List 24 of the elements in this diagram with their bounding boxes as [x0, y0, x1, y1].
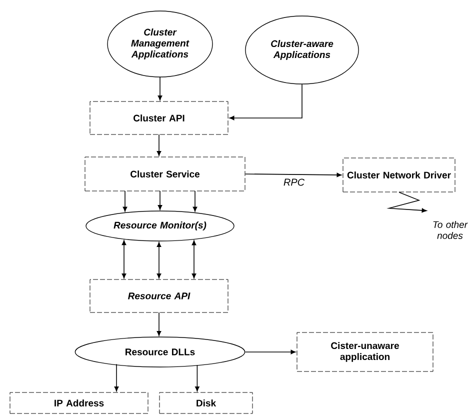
process-box: Cluster Service: [84, 156, 246, 192]
edge-label: RPC: [284, 178, 305, 186]
node-label: To other nodes: [433, 221, 468, 239]
arrow: [195, 364, 200, 392]
arrow: [244, 350, 296, 354]
arrow: [156, 134, 162, 156]
arrow: [156, 242, 162, 278]
arrow: [156, 312, 162, 336]
arrow: [192, 190, 198, 212]
arrow: [122, 190, 128, 212]
arrow: [386, 192, 427, 213]
process-box: Cister-unaware application: [296, 332, 434, 372]
arrow: [244, 172, 342, 178]
process-box: Cluster Network Driver: [342, 158, 456, 192]
process-box: Disk: [159, 392, 253, 414]
arrow: [114, 364, 119, 392]
process-box: Cluster API: [90, 101, 228, 135]
arrow: [158, 190, 162, 210]
arrow: [192, 240, 196, 278]
process-box: Resource API: [90, 279, 228, 313]
arrow: [122, 240, 126, 278]
arrow: [229, 84, 302, 120]
process-box: IP Address: [10, 392, 148, 414]
arrow: [158, 76, 162, 100]
